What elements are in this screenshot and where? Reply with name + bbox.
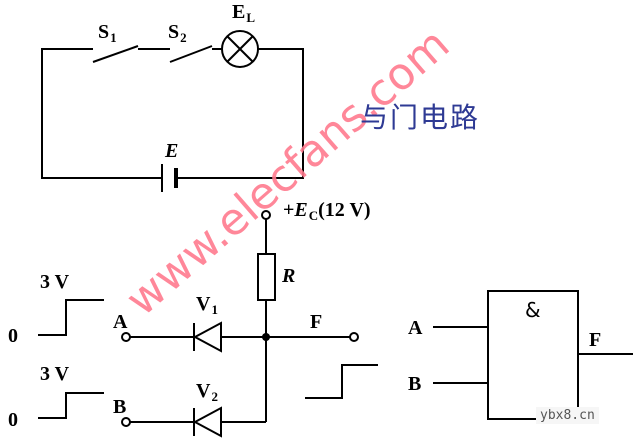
pulse-b-low-label: 0 bbox=[8, 409, 18, 431]
site-label: ybx8.cn bbox=[536, 407, 599, 424]
lamp-cross-b bbox=[227, 36, 253, 62]
diagram-title: 与门电路 bbox=[360, 101, 481, 134]
pulse-a-low-label: 0 bbox=[8, 325, 18, 347]
input-a-terminal bbox=[122, 333, 130, 341]
input-b-terminal bbox=[122, 418, 130, 426]
gate-input-a-label: A bbox=[408, 317, 423, 339]
pulse-a-waveform bbox=[38, 300, 104, 335]
battery-e-label: E bbox=[165, 140, 179, 162]
pulse-b-waveform bbox=[38, 393, 104, 418]
lamp-el-label: EL bbox=[232, 1, 256, 25]
output-f-terminal bbox=[350, 333, 358, 341]
diode-v1-label: V1 bbox=[196, 293, 218, 317]
gate-and-symbol: & bbox=[525, 298, 541, 322]
gate-output-f-label: F bbox=[589, 329, 602, 351]
diode-v2-label: V2 bbox=[196, 380, 218, 404]
resistor-r bbox=[258, 254, 275, 300]
pulse-b-high-label: 3 V bbox=[40, 363, 70, 385]
switch-s1-blade bbox=[93, 46, 138, 62]
gate-input-b-label: B bbox=[408, 373, 422, 395]
switch-s2-blade bbox=[170, 46, 212, 62]
output-pulse-waveform bbox=[305, 365, 378, 398]
switch-s2-label: S2 bbox=[168, 21, 187, 45]
top-circuit-wire-left bbox=[42, 49, 162, 178]
supply-ec-label: +EC(12 V) bbox=[283, 199, 371, 223]
top-circuit-wire-right bbox=[178, 49, 303, 178]
pulse-a-high-label: 3 V bbox=[40, 271, 70, 293]
input-a-label: A bbox=[113, 311, 128, 333]
switch-s1-label: S1 bbox=[98, 21, 117, 45]
output-f-label: F bbox=[310, 311, 323, 333]
junction-dot bbox=[262, 333, 270, 341]
resistor-r-label: R bbox=[282, 265, 296, 287]
diode-v2-triangle bbox=[195, 408, 221, 436]
lamp-el-symbol bbox=[222, 31, 258, 67]
input-b-label: B bbox=[113, 396, 127, 418]
diode-v1-triangle bbox=[195, 323, 221, 351]
